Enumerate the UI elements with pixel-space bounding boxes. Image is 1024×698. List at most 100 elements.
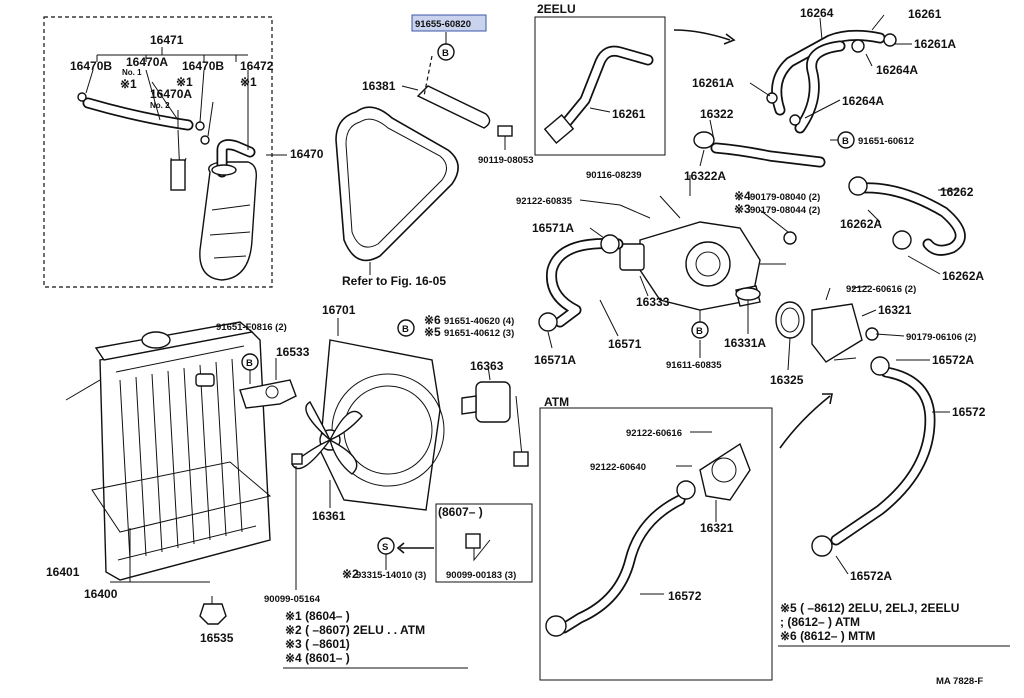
water-inlet-16321-atm: [699, 442, 751, 501]
atm-box: [539, 407, 773, 681]
label-92122-60616-atm: 92122-60616: [626, 428, 682, 439]
label-93315-14010: 93315-14010 (3): [356, 570, 426, 581]
label-16321-top: 16321: [878, 303, 912, 317]
notes-left: ※1 (8604– ) ※2 ( –8607) 2ELU . . ATM ※3 …: [283, 609, 468, 669]
label-16471: 16471: [150, 33, 184, 47]
note-right-3: ※6 (8612– ) MTM: [780, 629, 875, 643]
thermostat-group: [735, 285, 905, 371]
label-16572a-top: 16572A: [932, 353, 974, 367]
mark-1-a: ※1: [120, 77, 137, 91]
label-16401: 16401: [46, 565, 80, 579]
label-16322: 16322: [700, 107, 734, 121]
label-16470b-right: 16470B: [182, 59, 224, 73]
radiator-cap-16401: [141, 331, 171, 349]
label-no2: No. 2: [150, 101, 170, 110]
label-92122-60616-top: 92122-60616 (2): [846, 284, 916, 295]
hose-16571: [538, 227, 624, 349]
label-91655-60820: 91655-60820: [415, 19, 471, 30]
label-16261a-top: 16261A: [914, 37, 956, 51]
hose-16572-right: [779, 356, 950, 575]
bolt-90119: [497, 125, 513, 137]
label-91651-40612: 91651-40612 (3): [444, 328, 514, 339]
bracket-arm: [416, 85, 491, 129]
notes-right: ※5 ( –8612) 2ELU, 2ELJ, 2EELU ; (8612– )…: [778, 601, 1010, 647]
label-16262a-b: 16262A: [942, 269, 984, 283]
label-90099-00183: 90099-00183 (3): [446, 570, 516, 581]
footnote-id: MA 7828-F: [936, 676, 983, 687]
label-refer-fig: Refer to Fig. 16-05: [342, 274, 446, 288]
label-16322a: 16322A: [684, 169, 726, 183]
2eelu-box: [534, 16, 736, 156]
label-16381: 16381: [362, 79, 396, 93]
label-16261-top: 16261: [908, 7, 942, 21]
label-16264: 16264: [800, 6, 834, 20]
label-16331a: 16331A: [724, 336, 766, 350]
label-16572-atm: 16572: [668, 589, 702, 603]
label-no1: No. 1: [122, 68, 142, 77]
bolt-90099-00183: [465, 533, 481, 549]
label-16701: 16701: [322, 303, 356, 317]
note-left-2: ※2 ( –8607) 2ELU . . ATM: [285, 623, 425, 637]
label-16535: 16535: [200, 631, 234, 645]
water-outlet-16322: [693, 119, 848, 168]
label-16261a-mid: 16261A: [692, 76, 734, 90]
label-16264a-top: 16264A: [876, 63, 918, 77]
hose-16262: [848, 176, 966, 275]
mark-6: ※6: [424, 313, 441, 327]
thermostat-16331a: [735, 287, 761, 301]
upper-bypass-hoses: [749, 14, 912, 134]
note-left-3: ※3 ( –8601): [285, 637, 350, 651]
water-inlet-16321: [811, 303, 863, 363]
label-16472: 16472: [240, 59, 274, 73]
highlight-91655-60820: [411, 14, 487, 32]
mount-16533: [239, 358, 297, 409]
reservoir-dashed-frame: [43, 16, 273, 288]
mark-3: ※3: [734, 202, 751, 216]
label-8607: (8607– ): [438, 505, 483, 519]
label-90099-05164: 90099-05164: [264, 594, 321, 605]
label-16470b-left: 16470B: [70, 59, 112, 73]
label-90179-08040: 90179-08040 (2): [750, 192, 820, 203]
fan-shroud-16701: [291, 318, 445, 590]
label-16262: 16262: [940, 185, 974, 199]
marker-s: S: [382, 542, 388, 553]
label-16325: 16325: [770, 373, 804, 387]
note-right-1: ※5 ( –8612) 2ELU, 2ELJ, 2EELU: [780, 601, 959, 615]
note-right-2: ; (8612– ) ATM: [780, 615, 860, 629]
radiator-upper-tank: [94, 321, 254, 361]
note-left-1: ※1 (8604– ): [285, 609, 350, 623]
label-92122-60835: 92122-60835: [516, 196, 573, 207]
mark-5: ※5: [424, 325, 441, 339]
reservoir-cap: [211, 164, 237, 176]
mark-2: ※2: [342, 567, 359, 581]
marker-b-1: B: [442, 48, 449, 59]
marker-b-4: B: [246, 358, 253, 369]
label-16571a-top: 16571A: [532, 221, 574, 235]
label-90116-08239: 90116-08239: [586, 170, 641, 181]
label-16470: 16470: [290, 147, 324, 161]
label-92122-60640: 92122-60640: [590, 462, 646, 473]
label-90179-06106: 90179-06106 (2): [906, 332, 976, 343]
label-16470a-1: 16470A: [126, 55, 168, 69]
label-16321-atm: 16321: [700, 521, 734, 535]
label-16571a-bottom: 16571A: [534, 353, 576, 367]
label-16572a-bottom: 16572A: [850, 569, 892, 583]
nut-90099-05164: [291, 453, 303, 465]
note-left-4: ※4 (8601– ): [285, 651, 350, 665]
label-16571: 16571: [608, 337, 642, 351]
label-16262a-a: 16262A: [840, 217, 882, 231]
v-belt: [335, 106, 459, 275]
label-91651-f0816: 91651-F0816 (2): [216, 322, 287, 333]
reservoir-tube: [170, 159, 186, 191]
label-16361: 16361: [312, 509, 346, 523]
marker-b-3: B: [402, 324, 409, 335]
label-16333: 16333: [636, 295, 670, 309]
label-atm: ATM: [544, 395, 569, 409]
mark-1-b: ※1: [176, 75, 193, 89]
screw-box: [385, 503, 533, 583]
radiator-16400: [65, 321, 272, 583]
marker-b-5: B: [696, 326, 703, 337]
label-16400: 16400: [84, 587, 118, 601]
label-91611-60835: 91611-60835: [666, 360, 722, 371]
